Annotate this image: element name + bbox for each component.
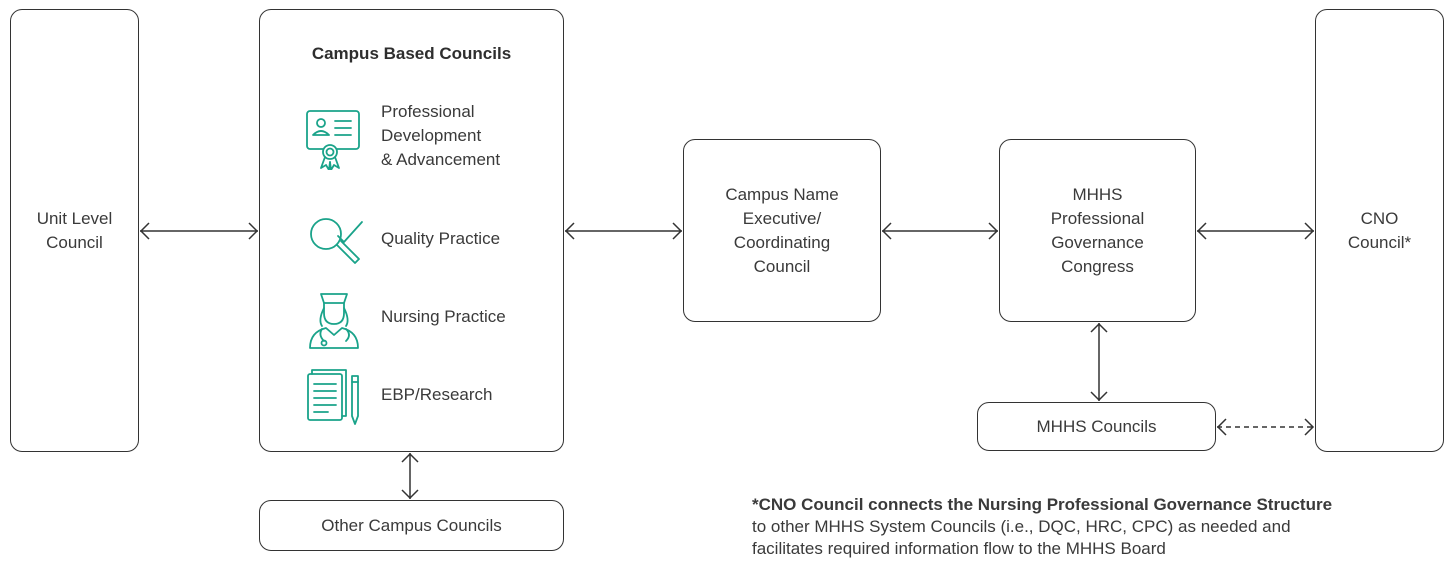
footnote-asterisk: * xyxy=(752,495,759,514)
other-campus-councils-label: Other Campus Councils xyxy=(321,515,502,535)
arrow-exec-to-congress xyxy=(881,222,999,240)
arrow-congress-to-cno xyxy=(1196,222,1315,240)
nurse-icon xyxy=(309,293,359,349)
arrow-campus-to-other-councils xyxy=(401,452,419,500)
cno-council-label: CNO Council* xyxy=(1347,208,1412,252)
certificate-icon xyxy=(306,110,360,170)
documents-pen-icon xyxy=(307,369,359,425)
council-item-label: Quality Practice xyxy=(381,229,501,248)
campus-executive-council-box: Campus Name Executive/ Coordinating Coun… xyxy=(683,139,881,322)
mhhs-governance-congress-label: MHHS Professional Governance Congress xyxy=(1050,184,1145,276)
council-item-label: Nursing Practice xyxy=(381,307,506,326)
mhhs-councils-box: MHHS Councils xyxy=(977,402,1216,451)
campus-based-councils-box: Campus Based Councils Professional Devel… xyxy=(259,9,564,452)
footnote: *CNO Council connects the Nursing Profes… xyxy=(752,495,1333,558)
arrow-unit-to-campus xyxy=(139,222,259,240)
mhhs-governance-congress-box: MHHS Professional Governance Congress xyxy=(999,139,1196,322)
arrow-campus-to-exec xyxy=(564,222,683,240)
arrow-congress-to-mhhs-councils xyxy=(1090,322,1108,402)
unit-level-label: Unit Level Council xyxy=(36,208,113,252)
campus-based-title: Campus Based Councils xyxy=(311,44,512,63)
magnifier-check-icon xyxy=(310,218,363,264)
mhhs-councils-label: MHHS Councils xyxy=(1036,416,1157,436)
dashed-arrow-mhhs-councils-to-cno xyxy=(1216,418,1315,436)
council-item-label: EBP/Research xyxy=(381,385,493,404)
unit-level-council-box: Unit Level Council xyxy=(10,9,139,452)
other-campus-councils-box: Other Campus Councils xyxy=(259,500,564,551)
council-item-label: Professional Development & Advancement xyxy=(381,102,501,169)
cno-council-box: CNO Council* xyxy=(1315,9,1444,452)
campus-executive-label: Campus Name Executive/ Coordinating Coun… xyxy=(725,184,839,276)
